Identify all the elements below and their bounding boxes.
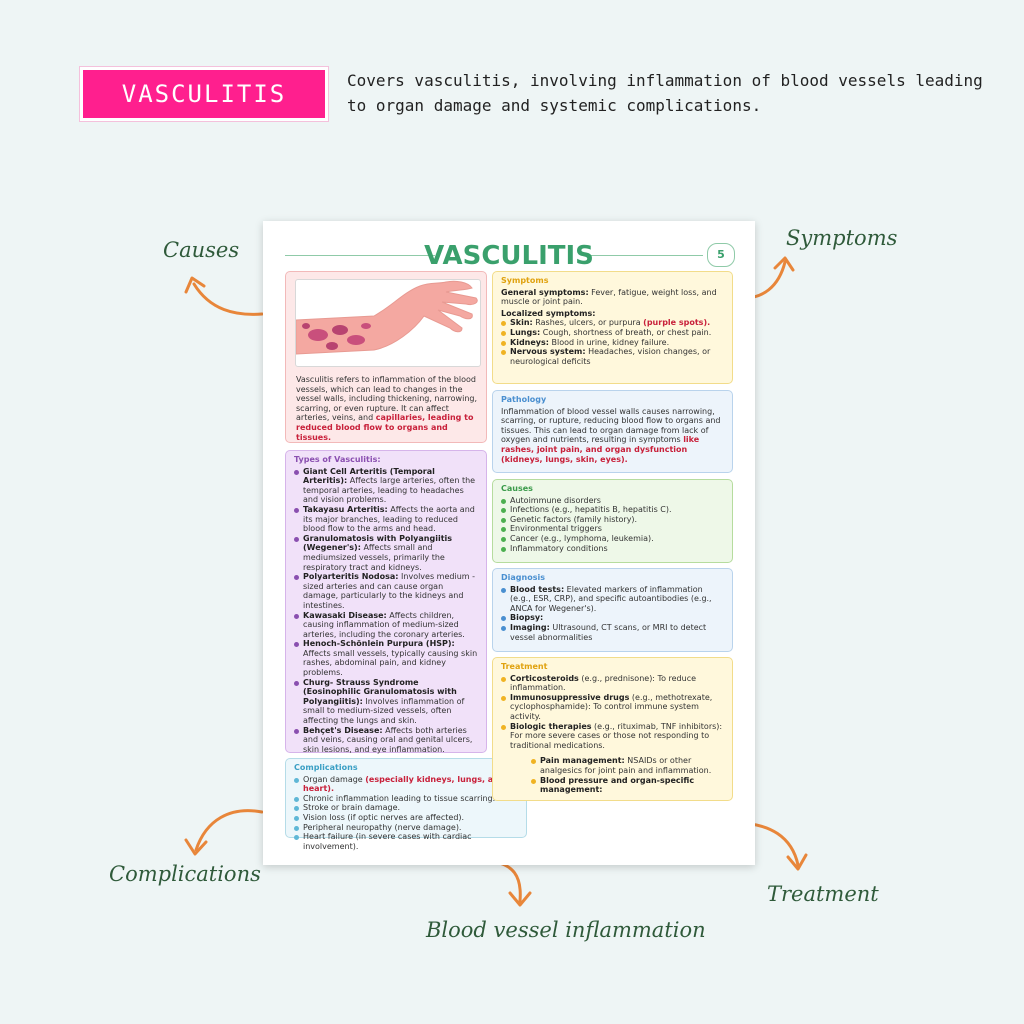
list-item: Kawasaki Disease: Affects children, caus… xyxy=(294,611,478,640)
page-number: 5 xyxy=(707,243,735,267)
types-box: Types of Vasculitis: Giant Cell Arteriti… xyxy=(285,450,487,755)
list-item: Organ damage (especially kidneys, lungs,… xyxy=(294,775,518,794)
callout-complications: Complications xyxy=(109,862,261,886)
page-title: VASCULITIS xyxy=(424,241,594,271)
treatment-box: Treatment Corticosteroids (e.g., prednis… xyxy=(492,657,733,801)
list-item: Imaging: Ultrasound, CT scans, or MRI to… xyxy=(501,623,724,642)
list-item: Churg- Strauss Syndrome (Eosinophilic Gr… xyxy=(294,678,478,726)
list-item: Immunosuppressive drugs (e.g., methotrex… xyxy=(501,693,724,722)
types-list: Giant Cell Arteritis (Temporal Arteritis… xyxy=(294,467,478,755)
arrow-icon xyxy=(184,276,264,316)
list-item: Genetic factors (family history). xyxy=(501,515,724,525)
symptoms-box: Symptoms General symptoms: Fever, fatigu… xyxy=(492,271,733,384)
pathology-heading: Pathology xyxy=(501,395,547,404)
list-item: Inflammatory conditions xyxy=(501,544,724,554)
list-item: Biopsy: xyxy=(501,613,724,623)
list-item: Lungs: Cough, shortness of breath, or ch… xyxy=(501,328,724,338)
list-item: Peripheral neuropathy (nerve damage). xyxy=(294,823,518,833)
causes-heading: Causes xyxy=(501,484,533,493)
list-item: Henoch-Schönlein Purpura (HSP): Affects … xyxy=(294,639,478,677)
list-item: Infections (e.g., hepatitis B, hepatitis… xyxy=(501,505,724,515)
title-divider xyxy=(585,255,703,256)
list-item: Environmental triggers xyxy=(501,524,724,534)
topic-description: Covers vasculitis, involving inflammatio… xyxy=(347,71,983,115)
callout-treatment: Treatment xyxy=(767,882,879,906)
symptoms-list: Skin: Rashes, ulcers, or purpura (purple… xyxy=(501,318,724,366)
treatment-list: Corticosteroids (e.g., prednisone): To r… xyxy=(501,674,724,751)
list-item: Skin: Rashes, ulcers, or purpura (purple… xyxy=(501,318,724,328)
worksheet-page: VASCULITIS 5 Vasculitis refers to inflam… xyxy=(263,221,755,865)
diagnosis-heading: Diagnosis xyxy=(501,573,545,582)
pathology-text: Inflammation of blood vessel walls cause… xyxy=(501,406,721,464)
callout-symptoms: Symptoms xyxy=(786,226,898,250)
general-symptoms: General symptoms: Fever, fatigue, weight… xyxy=(501,287,717,307)
arm-rash-illustration xyxy=(295,279,481,367)
list-item: Pain management: NSAIDs or other analges… xyxy=(531,756,724,775)
types-heading: Types of Vasculitis: xyxy=(294,455,381,464)
arrow-icon xyxy=(184,809,264,856)
diagnosis-box: Diagnosis Blood tests: Elevated markers … xyxy=(492,568,733,652)
intro-text: Vasculitis refers to inflammation of the… xyxy=(296,375,478,423)
complications-list: Organ damage (especially kidneys, lungs,… xyxy=(294,775,518,852)
list-item: Cancer (e.g., lymphoma, leukemia). xyxy=(501,534,724,544)
treatment-extra-list: Pain management: NSAIDs or other analges… xyxy=(531,756,724,794)
complications-heading: Complications xyxy=(294,763,358,772)
title-divider xyxy=(285,255,435,256)
list-item: Granulomatosis with Polyangiitis (Wegene… xyxy=(294,534,478,572)
diagnosis-list: Blood tests: Elevated markers of inflamm… xyxy=(501,585,724,643)
complications-box: Complications Organ damage (especially k… xyxy=(285,758,527,851)
topic-badge: VASCULITIS xyxy=(80,67,328,121)
list-item: Kidneys: Blood in urine, kidney failure. xyxy=(501,338,724,348)
list-item: Vision loss (if optic nerves are affecte… xyxy=(294,813,518,823)
callout-blood-vessel-inflammation: Blood vessel inflammation xyxy=(426,918,706,942)
list-item: Nervous system: Headaches, vision change… xyxy=(501,347,724,366)
symptoms-heading: Symptoms xyxy=(501,276,549,285)
list-item: Polyarteritis Nodosa: Involves medium -s… xyxy=(294,572,478,610)
list-item: Corticosteroids (e.g., prednisone): To r… xyxy=(501,674,724,693)
list-item: Chronic inflammation leading to tissue s… xyxy=(294,794,518,804)
list-item: Takayasu Arteritis: Affects the aorta an… xyxy=(294,505,478,534)
list-item: Blood pressure and organ-specific manage… xyxy=(531,776,724,795)
localized-label: Localized symptoms: xyxy=(501,308,596,318)
intro-box: Vasculitis refers to inflammation of the… xyxy=(285,271,487,443)
treatment-heading: Treatment xyxy=(501,662,548,671)
list-item: Autoimmune disorders xyxy=(501,496,724,506)
list-item: Biologic therapies (e.g., rituximab, TNF… xyxy=(501,722,724,751)
list-item: Heart failure (in severe cases with card… xyxy=(294,832,518,851)
pathology-box: Pathology Inflammation of blood vessel w… xyxy=(492,390,733,473)
list-item: Giant Cell Arteritis (Temporal Arteritis… xyxy=(294,467,478,505)
list-item: Stroke or brain damage. xyxy=(294,803,518,813)
intro-paragraph: Vasculitis refers to inflammation of the… xyxy=(296,375,480,442)
callout-causes: Causes xyxy=(163,238,240,262)
list-item: Behçet's Disease: Affects both arteries … xyxy=(294,726,478,755)
list-item: Blood tests: Elevated markers of inflamm… xyxy=(501,585,724,614)
intro-highlight: capillaries, leading to reduced blood fl… xyxy=(296,413,474,442)
